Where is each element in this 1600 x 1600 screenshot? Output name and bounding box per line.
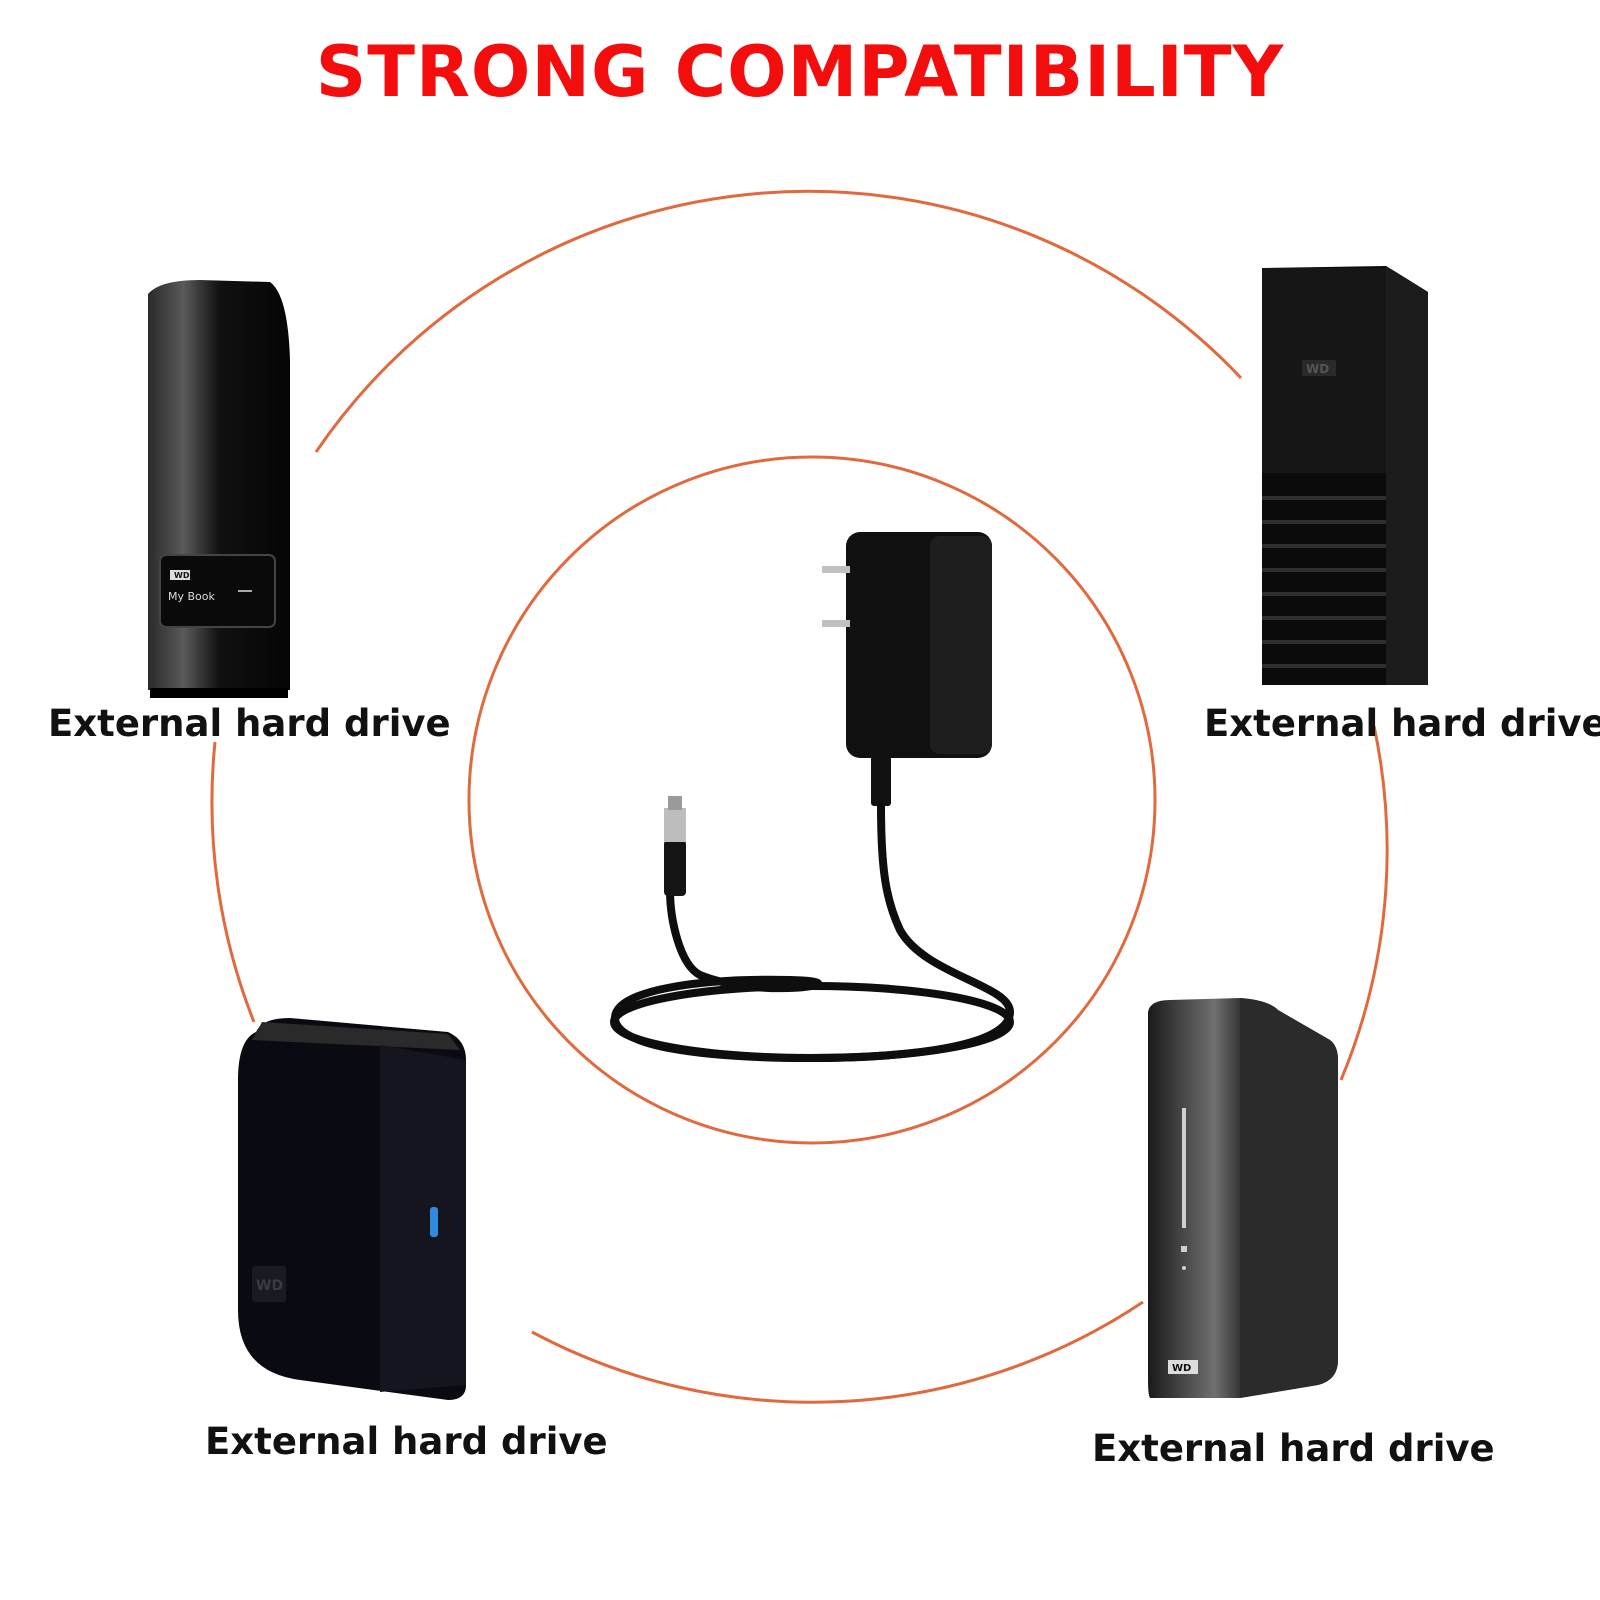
drive-essential-icon: WD: [238, 1018, 466, 1400]
drive-3-logo: WD: [256, 1278, 283, 1294]
drive-4-label: External hard drive: [1092, 1427, 1495, 1470]
drive-1-label: External hard drive: [48, 702, 451, 745]
drive-1-model: My Book: [168, 590, 216, 603]
drive-3-label: External hard drive: [205, 1420, 608, 1463]
drive-elite-icon: WD: [1148, 998, 1338, 1398]
drive-tower-icon: WD: [1262, 266, 1428, 685]
outer-ring: [210, 189, 1389, 1404]
drive-4-logo: WD: [1172, 1363, 1191, 1374]
drive-2-logo: WD: [1306, 362, 1329, 376]
inner-ring: [467, 455, 1157, 1145]
drive-2-label: External hard drive: [1204, 702, 1600, 745]
power-adapter-icon: [610, 532, 1015, 1063]
drive-1-logo: WD: [174, 571, 190, 580]
drive-mybook-icon: WD My Book: [148, 280, 290, 698]
page-title: STRONG COMPATIBILITY: [315, 31, 1285, 113]
